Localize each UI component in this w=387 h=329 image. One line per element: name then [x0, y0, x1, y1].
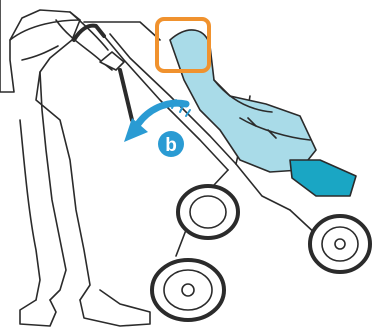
- stroller-seat: [170, 30, 356, 196]
- middle-wheel: [178, 186, 238, 238]
- step-badge: b: [158, 131, 184, 157]
- step-badge-label: b: [165, 135, 177, 156]
- front-wheel: [310, 216, 370, 272]
- rear-wheel: [152, 260, 224, 320]
- person-figure: [0, 0, 150, 326]
